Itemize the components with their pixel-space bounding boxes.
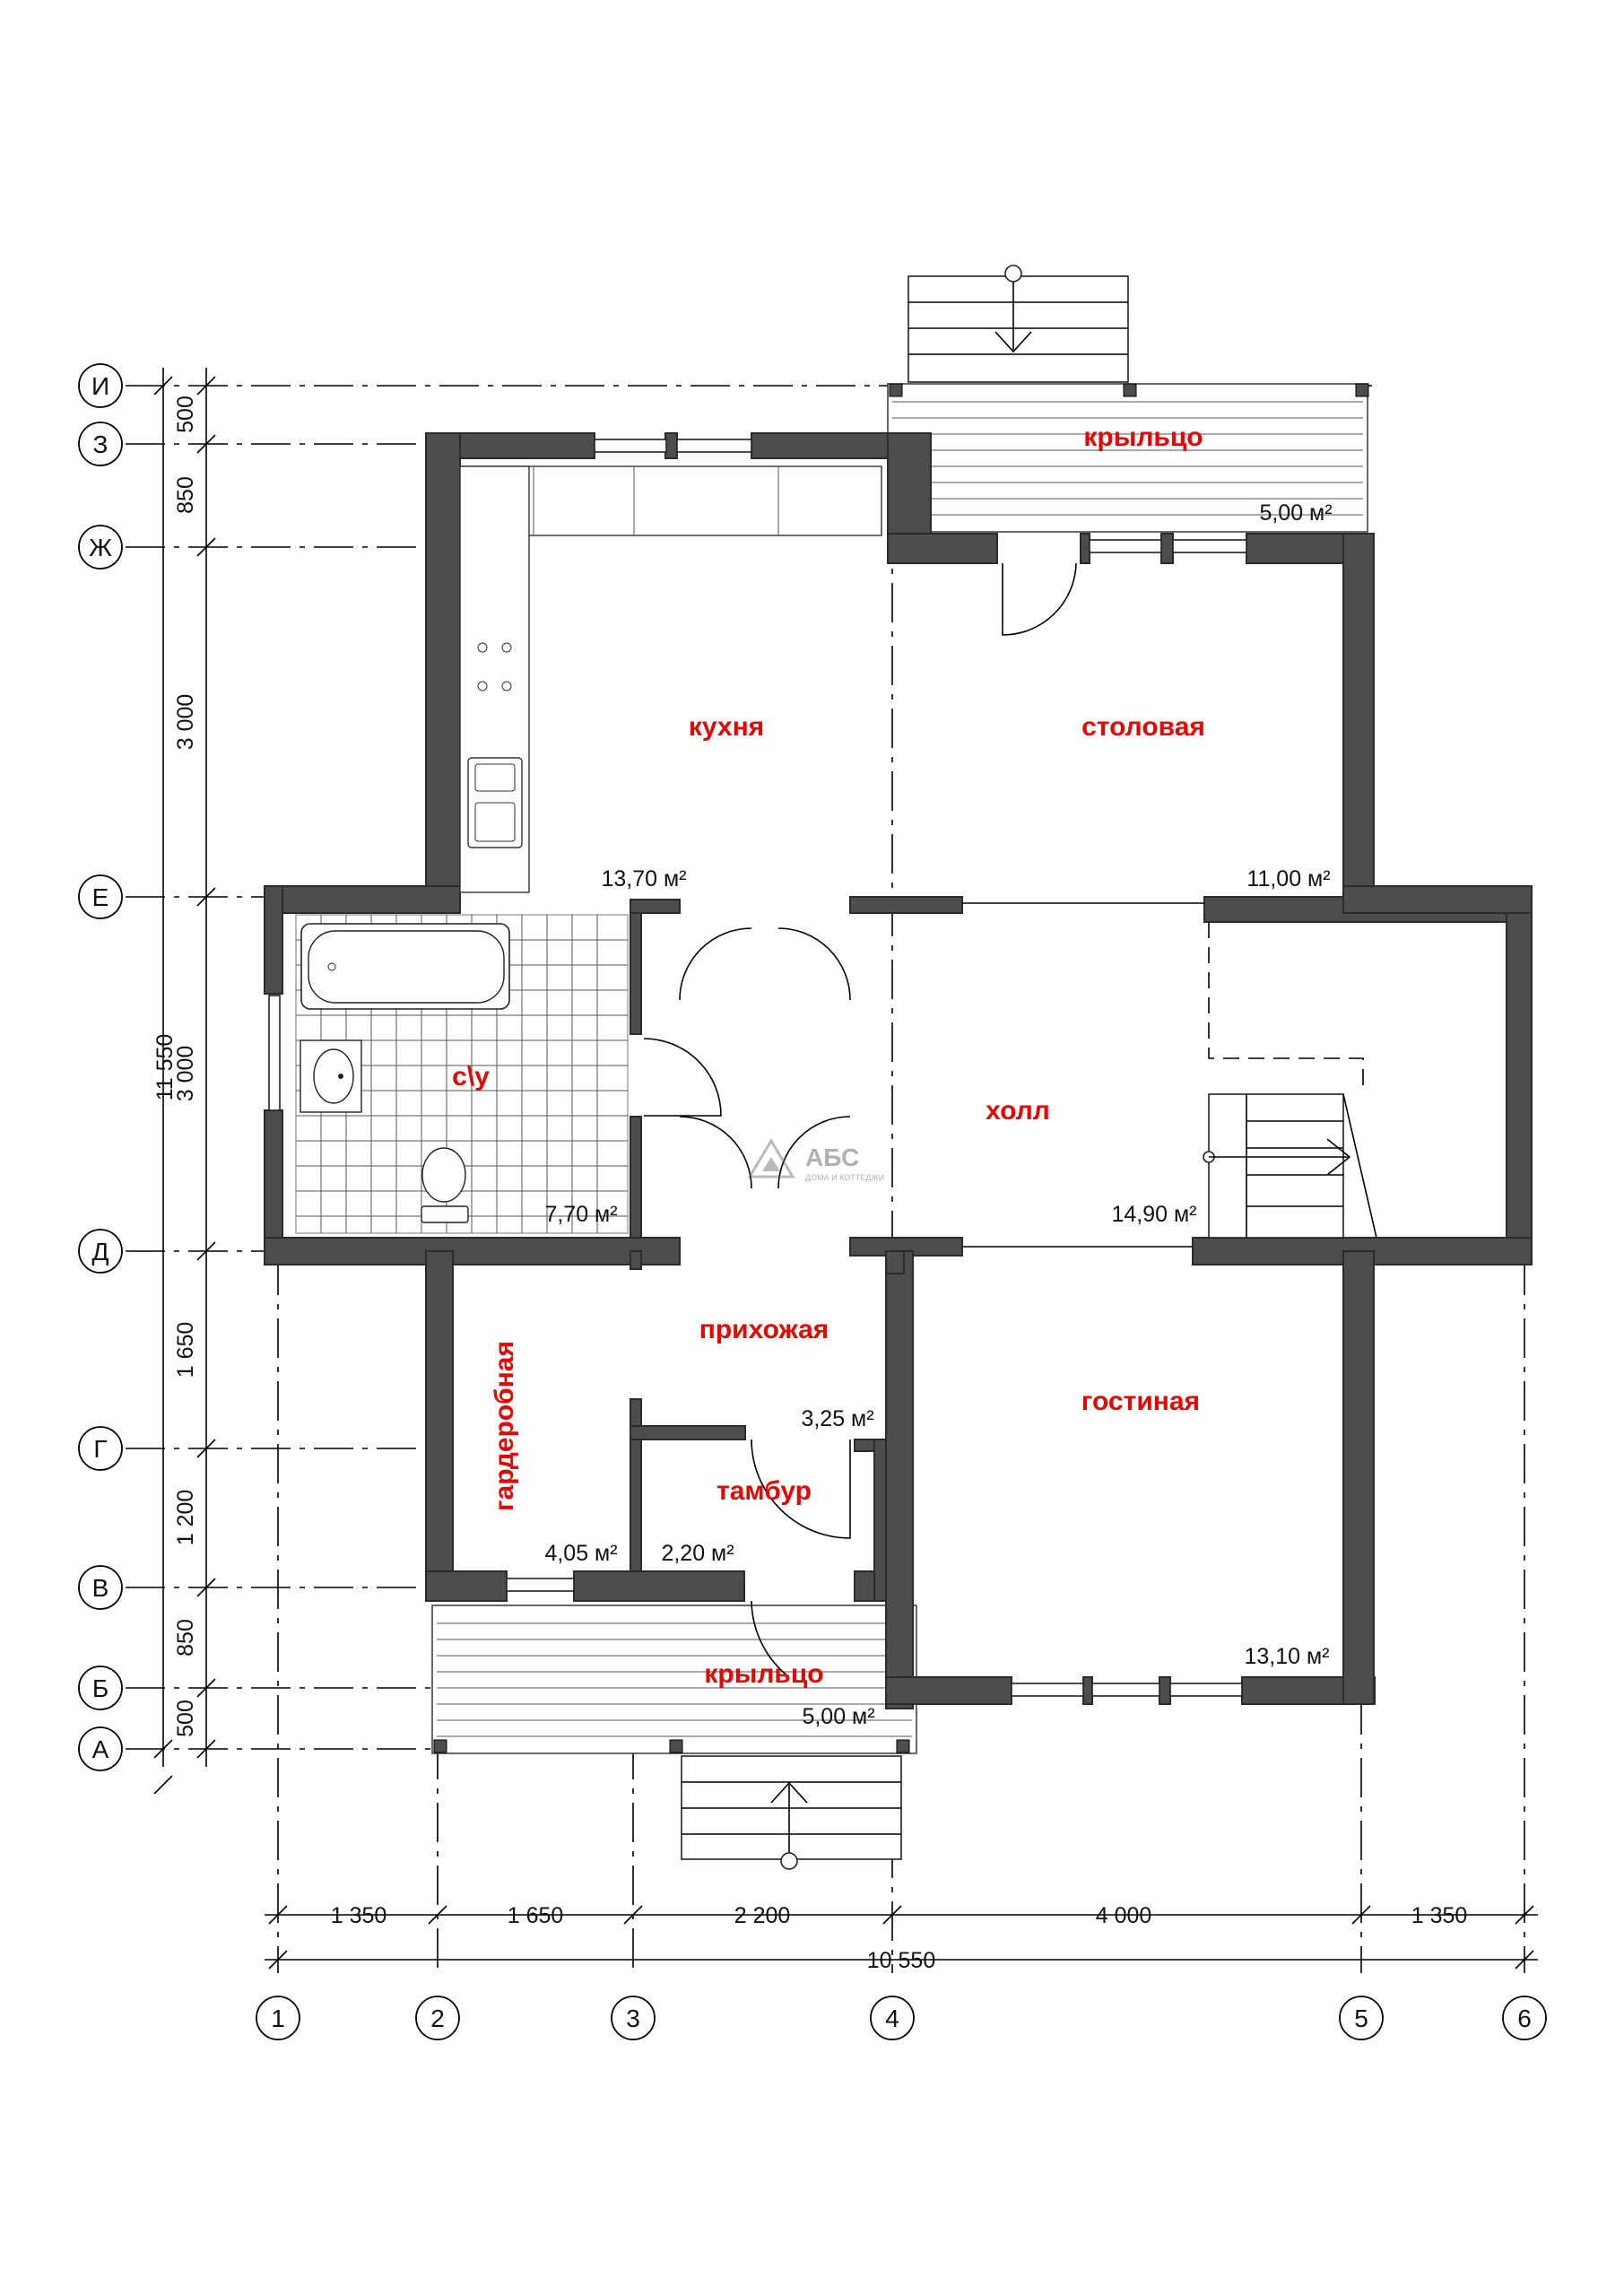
left-dimension-chain: 500 850 3 000 3 000 1 650 1 200 850 500 … [152,368,216,1795]
row-dim-2: 850 [173,476,198,514]
staircase [1203,922,1377,1239]
room-name-porch-top: крыльцо [1083,422,1203,452]
row-axis-label-6: Г [93,1435,107,1463]
room-name-dining: столовая [1081,712,1205,742]
room-area-dining: 11,00 м² [1246,866,1330,891]
logo-brand: АБС [805,1144,859,1171]
room-name-wardrobe: гардеробная [490,1341,519,1511]
row-axis-label-4: Е [92,883,109,911]
row-dim-8: 500 [173,1700,198,1737]
col-dim-2: 1 650 [508,1903,564,1928]
col-axis-label-4: 4 [885,2005,899,2032]
room-name-living: гостиная [1081,1387,1200,1416]
row-dim-5: 1 650 [173,1322,198,1378]
room-area-kitchen: 13,70 м² [601,866,686,891]
row-axis-label-8: Б [92,1674,109,1702]
col-axis-label-6: 6 [1517,2005,1532,2032]
toilet [421,1147,469,1223]
room-area-porch-top: 5,00 м² [1259,500,1332,526]
room-area-living: 13,10 м² [1244,1644,1329,1669]
col-dim-5: 1 350 [1411,1903,1468,1928]
row-axis-label-2: З [93,430,109,458]
col-dim-total: 10 550 [867,1948,935,1973]
room-name-vestibule: тамбур [716,1476,812,1506]
row-axis-markers: И З Ж Е Д Г В Б А [78,363,123,1771]
windows [268,439,1247,1697]
row-dim-1: 500 [173,396,198,433]
porch-bottom [431,1605,917,1754]
doors [643,562,1077,1678]
room-area-hall: 14,90 м² [1111,1202,1196,1227]
col-axis-label-3: 3 [626,2005,640,2032]
col-axis-label-1: 1 [271,2005,285,2032]
bottom-dimension-chain: 1 350 1 650 2 200 4 000 1 350 10 550 [265,1903,1538,1973]
room-area-vestibule: 2,20 м² [661,1541,734,1566]
room-area-bathroom: 7,70 м² [544,1202,617,1227]
room-name-porch-bottom: крыльцо [704,1659,823,1689]
room-name-entrance: прихожая [699,1315,829,1344]
room-area-porch-bottom: 5,00 м² [802,1704,874,1729]
row-axis-label-7: В [92,1574,109,1602]
washbasin [300,1039,362,1113]
stairs-bottom [681,1755,902,1870]
row-dim-6: 1 200 [173,1490,198,1546]
room-area-entrance: 3,25 м² [801,1406,873,1431]
row-axis-label-3: Ж [89,534,112,561]
row-axis-label-5: Д [92,1238,109,1265]
col-axis-markers: 1 2 3 4 5 6 [256,1996,1547,2040]
row-dim-total: 11 550 [152,1034,178,1101]
col-dim-1: 1 350 [331,1903,387,1928]
row-dim-7: 850 [173,1619,198,1657]
room-name-bathroom: с\у [452,1062,490,1091]
col-axis-label-5: 5 [1354,2005,1368,2032]
walls [264,432,1533,1709]
logo-tagline: ДОМА И КОТТЕДЖИ [805,1173,884,1182]
kitchen-furniture [459,465,882,893]
row-dim-3: 3 000 [173,694,198,751]
logo-watermark: АБС ДОМА И КОТТЕДЖИ [747,1138,884,1182]
porch-top [887,383,1369,533]
stairs-top [908,265,1129,383]
row-axis-label-9: А [92,1735,109,1763]
room-name-hall: холл [986,1096,1050,1126]
col-dim-3: 2 200 [734,1903,791,1928]
room-name-kitchen: кухня [689,712,764,742]
row-axis-label-1: И [91,372,109,400]
room-area-wardrobe: 4,05 м² [544,1541,617,1566]
bathtub [300,923,510,1010]
row-dim-4: 3 000 [173,1046,198,1102]
col-axis-label-2: 2 [430,2005,445,2032]
col-dim-4: 4 000 [1096,1903,1152,1928]
